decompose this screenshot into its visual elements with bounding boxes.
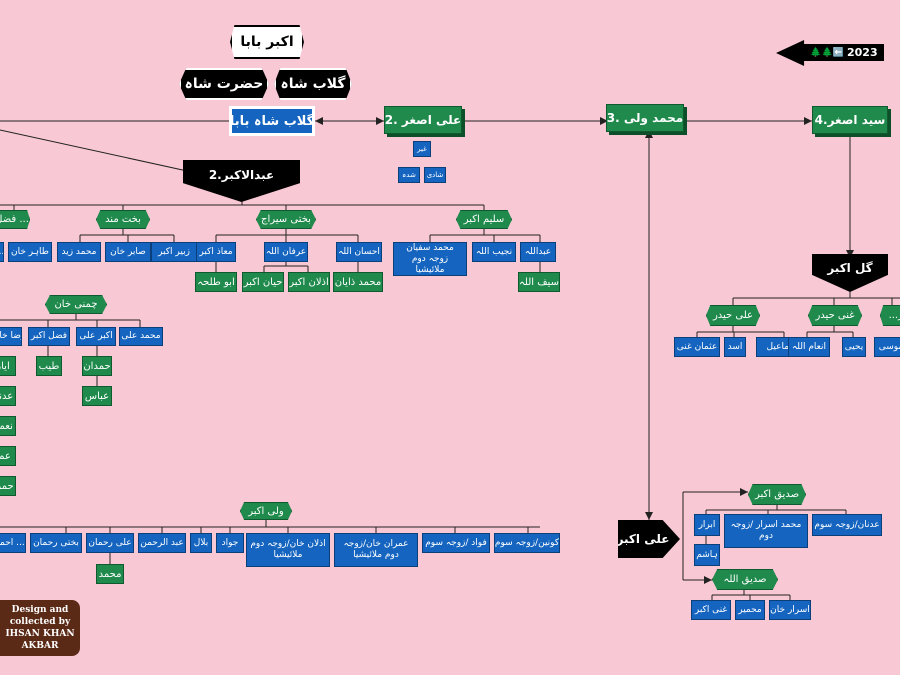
ali-rahman-node: علی رحمان — [86, 533, 134, 553]
akbar-baba-node: اکبر بابا — [230, 25, 304, 59]
year-text: 2023 — [847, 46, 878, 59]
muhammad-zayan-node: محمد ذایان — [333, 272, 383, 292]
tahir-khan-node: طاہر خان — [8, 242, 52, 262]
usama-node: عمار — [0, 446, 16, 466]
shadi-node: شادی — [424, 167, 446, 183]
abbas-node: عباس — [82, 386, 112, 406]
wali-akbar-branch: ولی اکبر — [240, 502, 292, 520]
gulab-shah-node: گلاب شاہ — [274, 68, 352, 100]
raza-khan-node: رضا خان — [0, 327, 22, 346]
muhammad-sufyan-node: محمد سفیان زوجہ دوم ملائیشیا — [393, 242, 467, 276]
inam-ullah-node: انعام اللہ — [788, 337, 830, 357]
tree-icons: 🌲🌲⬅️ — [810, 47, 844, 58]
imran-khan-node: عمران خان/زوجہ دوم ملائیشیا — [334, 533, 418, 567]
fawad-node: فواد /زوجہ سوم — [422, 533, 490, 553]
hashim-node: ہاشم — [694, 544, 720, 566]
musa-node: موسی — [874, 337, 900, 357]
salim-akbar-branch: سلیم اکبر — [456, 210, 512, 229]
muhammad-zaid-node: محمد زید — [57, 242, 101, 262]
siddiq-akbar-branch: صدیق اکبر — [748, 484, 806, 505]
syed-asghar-header: 4.سید اصغر — [812, 106, 888, 134]
yahya-node: یحیی — [842, 337, 866, 357]
adnan-node: عدنان — [0, 386, 16, 406]
muhammad-wali-header: 3. محمد ولی — [606, 104, 684, 132]
abrar-node: ابرار — [694, 514, 720, 536]
ahmad-node: احمد ... — [0, 533, 26, 553]
abdullah-node: عبداللہ — [520, 242, 556, 262]
adnan-third-node: عدنان/زوجہ سوم — [812, 514, 882, 536]
usman-ghani-node: عثمان غنی — [674, 337, 720, 357]
edge-node: ... — [0, 242, 4, 262]
year-badge-body: 🌲🌲⬅️ 2023 — [804, 44, 884, 61]
bakht-mand-branch: بخت مند — [96, 210, 150, 229]
muhammad-israr-node: محمد اسرار /زوجہ دوم — [724, 514, 808, 548]
hamza-node: حمزہ — [0, 476, 16, 496]
shahda-node: شدہ — [398, 167, 420, 183]
adlan-akbar-node: اذلان اکبر — [288, 272, 330, 292]
ali-haider-branch: علی حیدر — [706, 305, 760, 326]
bakhti-rahman-node: بختی رحمان — [30, 533, 82, 553]
adlan-khan-node: اذلان خان/زوجہ دوم ملائیشیا — [246, 533, 330, 567]
saif-ullah-node: سیف اللہ — [518, 272, 560, 292]
noman-node: نعمان — [0, 416, 16, 436]
ghir-node: غیر — [413, 141, 431, 157]
bilal-node: بلال — [190, 533, 212, 553]
right-clipped-branch: ...کبر — [880, 305, 900, 326]
hazrat-shah-node: حضرت شاہ — [179, 68, 269, 100]
israr-khan-node: اسرار خان — [769, 600, 811, 620]
hayan-akbar-node: حیان اکبر — [242, 272, 284, 292]
credit-box: Design and collected by IHSAN KHAN AKBAR — [0, 600, 80, 656]
ghani-haider-branch: غنی حیدر — [808, 305, 862, 326]
gulab-shah-baba-node: گلاب شاہ بابا — [229, 106, 315, 136]
fazal-akbar-node: فضل اکبر — [28, 327, 70, 346]
asad-node: اسد — [724, 337, 746, 357]
ali-asghar-header: 2. علی اصغر — [384, 106, 462, 134]
irfan-ullah-node: عرفان اللہ — [264, 242, 308, 262]
zubair-akbar-node: زبیر اکبر — [151, 242, 197, 262]
muaz-akbar-node: معاذ اکبر — [196, 242, 236, 262]
konain-node: کونین/زوجہ سوم — [494, 533, 560, 553]
hamdan-node: حمدان — [82, 356, 112, 376]
akbar-ali-node: اکبر علی — [76, 327, 116, 346]
chamni-khan-branch: چمنی خان — [45, 295, 107, 314]
abu-talha-node: ابو طلحہ — [195, 272, 237, 292]
tayyab-node: طیب — [36, 356, 62, 376]
jawad-node: جواد — [216, 533, 244, 553]
ayaz-node: ایاز — [0, 356, 16, 376]
fazal-branch: فضل ... — [0, 210, 30, 229]
sabir-khan-node: صابر خان — [105, 242, 151, 262]
mahmeer-node: محمیر — [735, 600, 765, 620]
siddiq-ullah-branch: صدیق اللہ — [712, 569, 778, 590]
najeeb-ullah-node: نجیب اللہ — [472, 242, 516, 262]
bakhti-siraj-branch: بختی سیراج — [256, 210, 316, 229]
abdul-rahman-node: عبد الرحمن — [138, 533, 186, 553]
muhammad-node: محمد — [96, 564, 124, 584]
ihsan-ullah-node: احسان اللہ — [336, 242, 382, 262]
ghani-akbar-node: غنی اکبر — [691, 600, 731, 620]
muhammad-ali-node: محمد علی — [119, 327, 163, 346]
